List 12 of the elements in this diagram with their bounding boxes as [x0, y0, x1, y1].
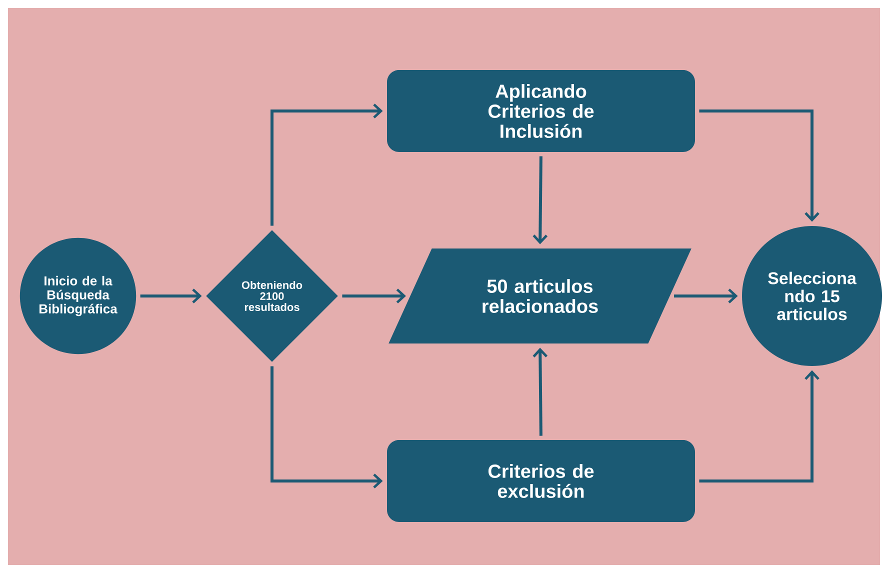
arrow: [699, 110, 820, 222]
arrow: [699, 370, 820, 482]
process-box: Criterios de exclusión: [387, 440, 695, 522]
arrow: [140, 288, 202, 304]
arrow: [342, 288, 406, 304]
arrow: [532, 348, 548, 436]
arrow: [532, 156, 548, 244]
process-box: Aplicando Criterios de Inclusión: [387, 70, 695, 152]
arrow: [270, 104, 383, 226]
arrow: [270, 366, 383, 488]
arrow: [674, 288, 738, 304]
data-parallelogram: 50 articulos relacionados: [388, 248, 692, 344]
